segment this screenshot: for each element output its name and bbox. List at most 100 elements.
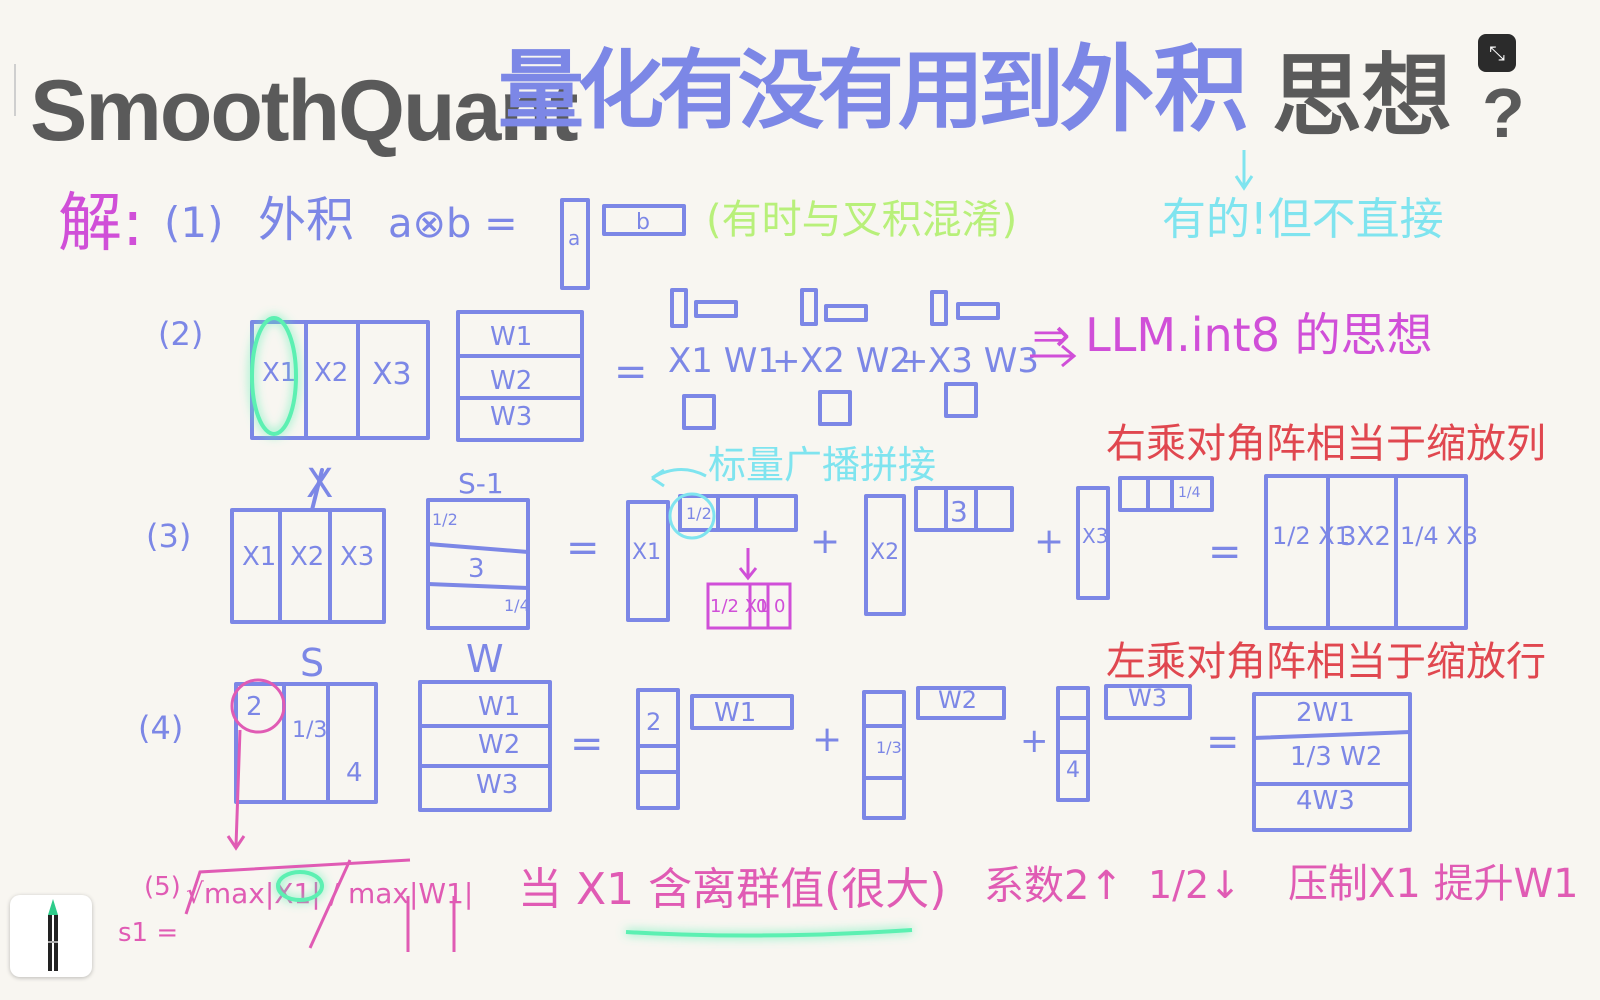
- s4-2-circle: [230, 678, 286, 734]
- s4-s3: 4: [346, 758, 363, 788]
- s2-conclusion: ⇒ LLM.int8 的思想: [1032, 308, 1433, 362]
- s4-w-label: W: [466, 637, 504, 681]
- s3-col-x2: X2: [870, 540, 900, 565]
- s4-s2: 1/3: [292, 718, 328, 743]
- pen-tool-icon: [48, 899, 58, 971]
- s3-row1-v: 1/2: [686, 504, 712, 523]
- s4-s-matrix: [234, 682, 378, 804]
- s3-plus1: +: [810, 521, 841, 562]
- s2-num: (2): [158, 315, 204, 353]
- s2-w1: W1: [490, 322, 533, 352]
- s1-label: 外积: [258, 192, 355, 248]
- s4-plus1: +: [812, 719, 843, 760]
- pen-tool-button[interactable]: [10, 895, 92, 977]
- s4-w2: W2: [478, 730, 521, 760]
- s5-s-change: 系数2↑: [984, 863, 1123, 909]
- s4-res1: 2W1: [1296, 698, 1355, 728]
- s4-eq: =: [570, 721, 604, 767]
- s2-x2: X2: [314, 358, 349, 388]
- s2-x1: X1: [262, 358, 297, 388]
- s5-note: 当 X1 含离群值(很大): [518, 864, 947, 915]
- s3-small-r2: 0: [756, 596, 768, 617]
- s1-formula: a⊗b =: [388, 201, 518, 247]
- s2-x1-highlight: [250, 316, 298, 436]
- s2-plus1: +: [772, 341, 801, 381]
- s3-sinv-matrix: [426, 498, 530, 630]
- s3-small-r3: 0: [774, 596, 786, 617]
- s1-row-vector-b: [602, 204, 686, 236]
- s5-num: (5): [144, 872, 181, 902]
- s1-note: (有时与叉积混淆): [706, 197, 1018, 243]
- s3-note-right: 右乘对角阵相当于缩放列: [1106, 421, 1546, 467]
- s4-col2-v: 1/3: [876, 738, 902, 757]
- s4-w1: W1: [478, 692, 521, 722]
- s4-col1-v: 2: [646, 708, 662, 736]
- s3-col-x1: X1: [632, 540, 662, 565]
- s4-res3: 4W3: [1296, 786, 1355, 816]
- s4-s1: 2: [246, 692, 263, 722]
- title-part2: 外积: [1060, 36, 1249, 145]
- s3-half-circle: [668, 492, 716, 540]
- s1-answer: 有的!但不直接: [1162, 194, 1444, 245]
- s3-result-matrix: [1264, 474, 1468, 630]
- s1-num: (1): [164, 198, 224, 247]
- title-part3: 思想: [1272, 44, 1452, 149]
- s4-s-label: S: [300, 641, 325, 685]
- s2-term3: X3 W3: [928, 341, 1039, 381]
- s3-eq: =: [566, 525, 600, 571]
- s5-effect: 压制X1 提升W1: [1288, 861, 1579, 907]
- s5-lhs: s1 =: [118, 918, 179, 948]
- s3-res2: 3X2: [1340, 522, 1391, 552]
- s4-num: (4): [138, 709, 184, 747]
- s2-x3: X3: [372, 357, 412, 392]
- s3-x-matrix: [230, 508, 386, 624]
- s3-x3: X3: [340, 542, 375, 572]
- s3-eq2: =: [1208, 529, 1242, 575]
- s4-col3-v: 4: [1066, 758, 1080, 783]
- s3-s3: 1/4: [504, 596, 530, 615]
- s3-plus2: +: [1034, 521, 1065, 562]
- s3-num: (3): [146, 517, 192, 555]
- s2-plus2: +: [900, 341, 929, 381]
- s4-w-matrix: [418, 680, 552, 812]
- s4-eq2: =: [1206, 719, 1240, 765]
- s3-row3-v: 1/4: [1178, 485, 1201, 501]
- s2-x-matrix: [250, 320, 430, 440]
- s3-note-broadcast: 标量广播拼接: [708, 443, 937, 487]
- s3-s1: 1/2: [432, 510, 458, 529]
- s4-row2-w: W2: [938, 686, 977, 714]
- answer-label: 解:: [58, 187, 144, 261]
- s5-half-change: 1/2↓: [1148, 863, 1241, 907]
- s4-res2: 1/3 W2: [1290, 742, 1383, 772]
- s3-x1: X1: [242, 542, 277, 572]
- s1-vec-a: a: [568, 226, 581, 250]
- s2-w2: W2: [490, 366, 533, 396]
- s3-row2-v: 3: [950, 495, 968, 528]
- s4-result-matrix: [1252, 692, 1412, 832]
- s1-col-vector-a: [560, 198, 590, 290]
- s3-col-x3: X3: [1082, 524, 1109, 548]
- exit-fullscreen-button[interactable]: ⤡: [1478, 34, 1516, 72]
- s2-w-matrix: [456, 310, 584, 442]
- s1-vec-b: b: [636, 210, 650, 235]
- s4-w3: W3: [476, 770, 519, 800]
- title-latin: SmoothQuant: [30, 63, 578, 159]
- title-qmark: ?: [1482, 74, 1525, 152]
- s5-underline-highlight: [625, 928, 913, 938]
- s2-term2: X2 W2: [800, 341, 911, 381]
- s2-term1: X1 W1: [668, 341, 779, 381]
- s3-res1: 1/2 X1: [1272, 522, 1350, 550]
- s5-fraction-line: [184, 858, 411, 915]
- s4-note-left: 左乘对角阵相当于缩放行: [1106, 639, 1546, 685]
- s3-x2: X2: [290, 542, 325, 572]
- s3-small-r1: 1/2 X1: [710, 596, 769, 617]
- s4-row1-w: W1: [714, 698, 757, 728]
- s4-row3-w: W3: [1128, 684, 1167, 712]
- s3-s2: 3: [468, 554, 485, 584]
- s4-plus2: +: [1020, 721, 1049, 761]
- s3-s-label: S-1: [458, 467, 504, 500]
- s2-w3: W3: [490, 402, 533, 432]
- s2-eq: =: [614, 349, 648, 395]
- title-part1: 量化有没有用到: [498, 41, 1064, 141]
